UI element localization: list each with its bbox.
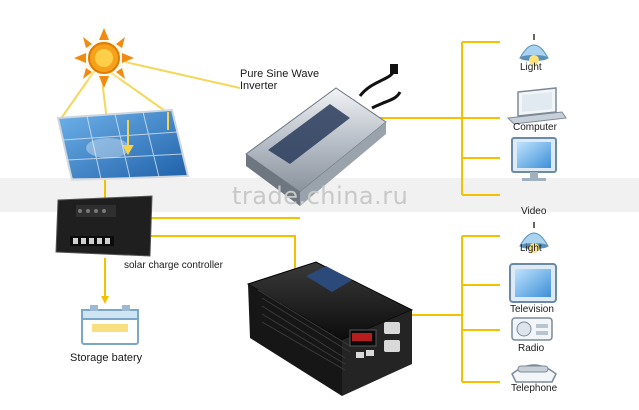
sun-icon bbox=[74, 28, 134, 88]
television-label: Television bbox=[510, 304, 554, 315]
light-bulb-icon bbox=[519, 222, 549, 253]
inverter-label-line2: Inverter bbox=[240, 80, 278, 92]
radio-icon bbox=[511, 317, 553, 341]
solar-panel-icon bbox=[56, 108, 190, 182]
inverter-silver-icon bbox=[245, 64, 402, 206]
inverter-label-line1: Pure Sine Wave bbox=[240, 68, 320, 80]
battery-icon bbox=[81, 305, 139, 345]
controller-icon bbox=[55, 195, 153, 257]
inverter-label: Pure Sine Wave Inverter bbox=[240, 68, 319, 92]
telephone-icon bbox=[511, 364, 557, 383]
radio-label: Radio bbox=[518, 343, 545, 354]
wires bbox=[101, 41, 500, 383]
battery-label: Storage batery bbox=[70, 352, 143, 364]
controller-label: solar charge controller bbox=[124, 260, 223, 271]
monitor-icon bbox=[511, 137, 557, 181]
light-bulb-icon bbox=[519, 34, 549, 65]
telephone-label: Telephone bbox=[511, 383, 558, 394]
computer-label: Computer bbox=[513, 122, 557, 133]
television-icon bbox=[509, 263, 557, 303]
light-label-1: Light bbox=[520, 62, 542, 73]
watermark: trade.china.ru bbox=[232, 182, 409, 210]
inverter-black-icon bbox=[246, 261, 414, 396]
light-label-2: Light bbox=[520, 243, 542, 254]
video-label: Video bbox=[521, 206, 547, 217]
laptop-icon bbox=[506, 87, 567, 125]
